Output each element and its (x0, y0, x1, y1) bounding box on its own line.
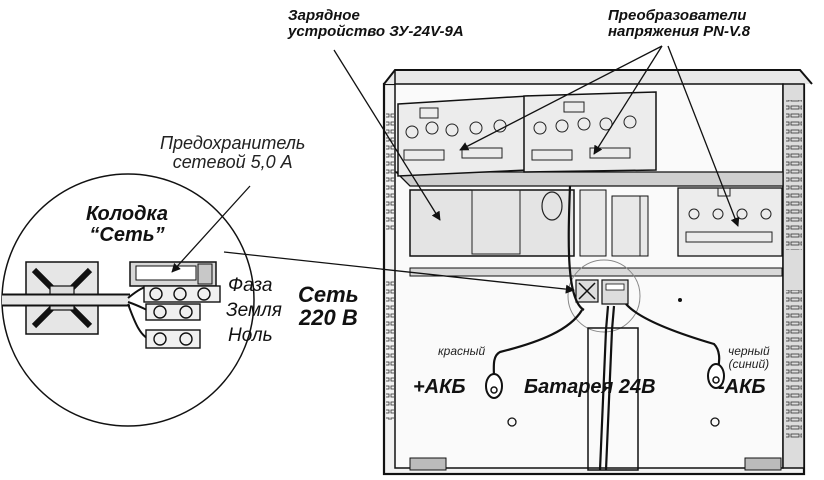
left-vents (386, 110, 394, 230)
battery-plus-label: +АКБ (413, 376, 466, 398)
converters-label-line2: напряжения PN-V.8 (608, 22, 751, 40)
converter-boards (397, 91, 657, 177)
arrow-converter-3 (667, 45, 740, 227)
right-module (677, 187, 783, 257)
arrow-mains-block (223, 251, 575, 294)
converters-label-line1: Преобразователи (608, 7, 747, 24)
neutral-label: Ноль (228, 325, 273, 346)
battery-label: Батарея 24В (524, 376, 656, 398)
right-vents (786, 100, 802, 250)
ground-label: Земля (226, 300, 282, 321)
magnified-detail (1, 173, 255, 427)
arrow-fuse (171, 185, 251, 273)
black-wire-label: черный (синий) (728, 345, 770, 370)
fuse-label-line1: Предохранитель (160, 133, 306, 153)
arrow-converter-1 (459, 45, 663, 151)
terminal-block-label-line2: “Сеть” (89, 224, 165, 246)
fuse-label-line2: сетевой 5,0 А (172, 151, 293, 172)
mains-label: Сеть 220 В (298, 283, 359, 329)
phase-label: Фаза (228, 275, 273, 296)
red-wire-label: красный (438, 344, 486, 358)
charger-label: Зарядное устройство ЗУ-24V-9A (288, 8, 464, 40)
battery-wires (492, 185, 721, 471)
charger-label-line1: Зарядное (288, 7, 360, 24)
mains-label-line1: Сеть (298, 282, 359, 307)
charger-unit (409, 189, 649, 257)
terminal-block-label-line1: Колодка (86, 203, 169, 225)
arrow-converter-2 (593, 45, 663, 155)
charger-label-line2: устройство ЗУ-24V-9A (288, 22, 464, 40)
converters-label: Преобразователи напряжения PN-V.8 (608, 8, 750, 40)
shelf (394, 171, 784, 187)
battery-lugs (485, 363, 725, 399)
battery-outline (587, 327, 639, 471)
terminal-screws (143, 285, 221, 349)
black-wire-label-line1: черный (728, 344, 770, 358)
black-wire-label-line2: (синий) (728, 356, 770, 371)
fuse-label: Предохранитель сетевой 5,0 А (160, 134, 305, 172)
mains-block-detail (567, 259, 641, 333)
battery-minus-label: -АКБ (718, 376, 766, 398)
arrow-charger (333, 49, 441, 221)
mains-label-line2: 220 В (299, 305, 358, 331)
terminal-block-label: Колодка “Сеть” (86, 204, 168, 246)
